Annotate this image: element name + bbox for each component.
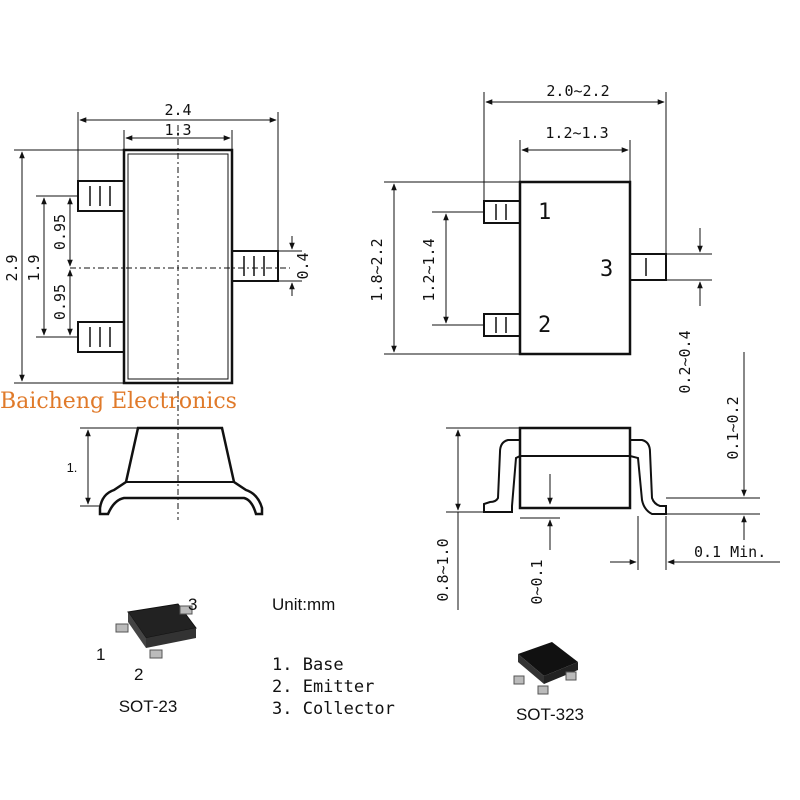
sot323-dim-pad-width: 0.2~0.4 <box>676 330 694 393</box>
sot323-pad-3 <box>629 253 667 281</box>
sot23-pad-3 <box>231 250 279 282</box>
sot23-dim-total-length: 2.9 <box>3 254 21 281</box>
sot323-pad-2 <box>483 313 521 337</box>
sot23-side-view <box>80 426 264 516</box>
sot23-dim-body-width: 1.3 <box>164 121 191 139</box>
sot23-dim-total-width: 2.4 <box>164 101 191 119</box>
sot323-dim-lead-thickness: 0.1~0.2 <box>724 396 742 459</box>
sot323-pin-label-3: 3 <box>600 257 613 282</box>
sot23-dim-pitch-upper: 0.95 <box>51 214 69 250</box>
legend-item-emitter: 2. Emitter <box>272 677 374 697</box>
sot323-dim-min-lead: 0.1 Min. <box>694 543 766 561</box>
sot323-dim-height: 0.8~1.0 <box>434 538 452 601</box>
sot23-dim-pitch-lower: 0.95 <box>51 284 69 320</box>
sot323-dim-standoff: 0~0.1 <box>528 559 546 604</box>
sot23-package-icon <box>115 603 197 659</box>
sot323-package-icon <box>513 642 578 695</box>
watermark-text: Baicheng Electronics <box>0 389 237 414</box>
sot323-dim-body-width: 1.2~1.3 <box>545 124 608 142</box>
sot323-pin-label-2: 2 <box>538 313 551 338</box>
sot323-top-view <box>384 92 712 356</box>
sot23-pad-1 <box>77 180 125 212</box>
sot323-caption: SOT-323 <box>516 705 584 724</box>
sot323-dim-body-length: 1.8~2.2 <box>368 238 386 301</box>
sot23-pin-label-1: 1 <box>96 645 105 664</box>
sot23-dim-pad-width: 0.4 <box>294 252 312 279</box>
sot323-dim-pin-span: 1.2~1.4 <box>420 238 438 301</box>
sot23-pin-label-3: 3 <box>188 595 197 614</box>
sot23-dim-height: 1. <box>67 460 78 475</box>
sot23-caption: SOT-23 <box>119 697 178 716</box>
sot323-body <box>518 180 632 356</box>
sot323-side-view <box>446 352 780 610</box>
sot323-dim-total-width: 2.0~2.2 <box>546 82 609 100</box>
sot23-pin-label-2: 2 <box>134 665 143 684</box>
sot23-dim-pin-span: 1.9 <box>25 254 43 281</box>
legend-item-collector: 3. Collector <box>272 699 395 719</box>
sot23-top-view <box>14 112 302 520</box>
legend-item-base: 1. Base <box>272 655 344 675</box>
unit-label: Unit:mm <box>272 595 335 614</box>
sot23-pad-2 <box>77 321 125 353</box>
sot323-pin-label-1: 1 <box>538 200 551 225</box>
sot323-pad-1 <box>483 200 521 224</box>
